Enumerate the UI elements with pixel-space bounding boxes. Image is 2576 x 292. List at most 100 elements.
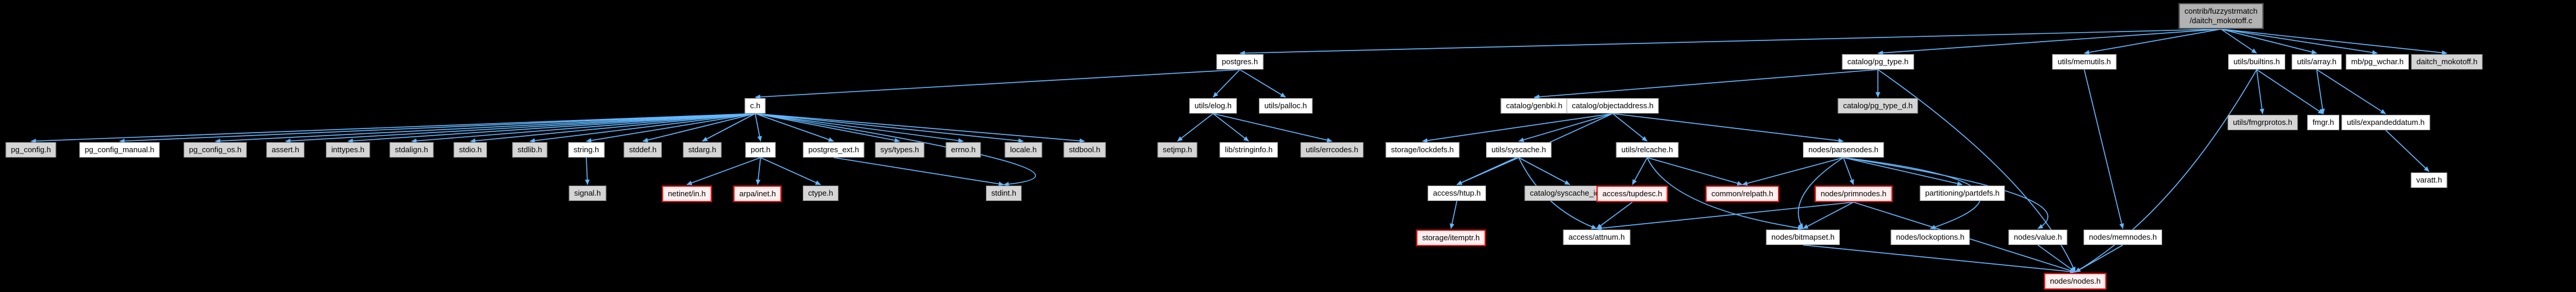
node-expandeddatum[interactable]: utils/expandeddatum.h	[2341, 115, 2430, 130]
node-root: contrib/fuzzystrmatch /daitch_mokotoff.c	[2178, 3, 2264, 29]
node-errno: errno.h	[945, 142, 981, 158]
edge-memutils-to-memnodes	[2084, 69, 2124, 229]
edge-root-to-postgres	[1239, 29, 2222, 56]
edge-port-to-ctype	[760, 157, 821, 186]
edge-value-to-nodes_nodes	[2037, 244, 2076, 273]
node-bitmapset[interactable]: nodes/bitmapset.h	[1765, 230, 1840, 245]
edge-postgres-to-elog	[1212, 69, 1240, 98]
node-lockoptions[interactable]: nodes/lockoptions.h	[1890, 230, 1970, 245]
edge-syscache-to-syscache_ids	[1518, 157, 1570, 186]
edge-tupdesc-to-attnum	[1596, 202, 1633, 230]
node-fmgrprotos: utils/fmgrprotos.h	[2228, 115, 2298, 130]
node-postgres-ext[interactable]: postgres_ext.h	[803, 142, 865, 158]
node-errcodes: utils/errcodes.h	[1300, 142, 1364, 158]
edge-c_h-to-errno	[755, 113, 964, 143]
node-postgres[interactable]: postgres.h	[1216, 54, 1264, 70]
edge-root-to-pg_type	[1877, 29, 2222, 55]
node-stringinfo[interactable]: lib/stringinfo.h	[1219, 142, 1278, 158]
node-tupdesc[interactable]: access/tupdesc.h	[1596, 186, 1669, 202]
node-stdalign: stdalign.h	[389, 142, 433, 158]
edge-objectaddress-to-parsenodes	[1612, 113, 1844, 143]
node-stdint: stdint.h	[986, 186, 1022, 201]
edge-c_h-to-stdalign	[411, 113, 756, 143]
node-daitch-h: daitch_mokotoff.h	[2411, 54, 2483, 70]
edge-c_h-to-stdint	[755, 113, 1036, 187]
edge-c_h-to-string	[586, 113, 756, 143]
edge-pg_type-to-nodes_nodes	[1877, 69, 2076, 272]
node-attnum[interactable]: access/attnum.h	[1563, 230, 1631, 245]
edge-parsenodes-to-partdefs	[1843, 157, 1963, 186]
node-pg-type-d: catalog/pg_type_d.h	[1837, 98, 1918, 114]
node-arpa[interactable]: arpa/inet.h	[733, 186, 782, 202]
node-signal: signal.h	[568, 186, 607, 201]
node-locale: locale.h	[1004, 142, 1042, 158]
node-memutils[interactable]: utils/memutils.h	[2052, 54, 2116, 70]
node-varatt[interactable]: varatt.h	[2411, 172, 2448, 188]
edge-c_h-to-stdlib	[529, 113, 756, 143]
edge-objectaddress-to-relcache	[1612, 113, 1648, 142]
node-relcache[interactable]: utils/relcache.h	[1616, 142, 1679, 158]
node-lockdefs[interactable]: storage/lockdefs.h	[1386, 142, 1459, 158]
edge-elog-to-setjmp	[1177, 113, 1214, 142]
edge-c_h-to-inttypes	[347, 113, 756, 143]
node-pg-type[interactable]: catalog/pg_type.h	[1842, 54, 1914, 70]
node-elog[interactable]: utils/elog.h	[1189, 98, 1237, 114]
node-string[interactable]: string.h	[568, 142, 605, 158]
edge-array-to-fmgr	[2316, 69, 2325, 114]
edge-c_h-to-pg_config	[30, 113, 756, 144]
edge-parsenodes-to-relpath	[1742, 157, 1844, 186]
node-memnodes[interactable]: nodes/memnodes.h	[2083, 230, 2163, 245]
edge-objectaddress-to-syscache	[1518, 113, 1613, 142]
node-pg-config-manual[interactable]: pg_config_manual.h	[79, 142, 160, 158]
edge-parsenodes-to-bitmapset	[1798, 157, 1844, 229]
node-genbki[interactable]: catalog/genbki.h	[1500, 98, 1568, 114]
node-primnodes[interactable]: nodes/primnodes.h	[1814, 186, 1893, 202]
edge-builtins-to-fmgrprotos	[2256, 69, 2264, 114]
edge-builtins-to-fmgr	[2256, 69, 2324, 115]
node-stdbool: stdbool.h	[1063, 142, 1106, 158]
node-inttypes: inttypes.h	[326, 142, 370, 158]
node-syscache[interactable]: utils/syscache.h	[1486, 142, 1551, 158]
node-objectaddress[interactable]: catalog/objectaddress.h	[1566, 98, 1659, 114]
edge-parsenodes-to-primnodes	[1843, 157, 1854, 185]
node-nodes-nodes[interactable]: nodes/nodes.h	[2044, 273, 2107, 290]
node-c-h[interactable]: c.h	[744, 98, 766, 114]
edge-c_h-to-stddef	[642, 113, 756, 143]
edge-bitmapset-to-nodes_nodes	[1802, 244, 2076, 274]
edge-root-to-builtins	[2220, 29, 2257, 54]
edge-htup-to-itemptr	[1449, 200, 1457, 229]
node-netinet[interactable]: netinet/in.h	[662, 186, 712, 202]
edge-root-to-daitch_h	[2220, 29, 2448, 55]
edge-c_h-to-pg_config_os	[215, 113, 756, 144]
edge-root-to-memutils	[2084, 29, 2222, 55]
edge-root-to-array	[2220, 29, 2317, 55]
node-stdio: stdio.h	[453, 142, 488, 158]
node-builtins[interactable]: utils/builtins.h	[2228, 54, 2286, 70]
node-fmgr[interactable]: fmgr.h	[2307, 115, 2340, 130]
node-stdlib: stdlib.h	[512, 142, 548, 158]
edge-objectaddress-to-lockdefs	[1422, 113, 1613, 143]
node-stddef: stddef.h	[623, 142, 662, 158]
node-itemptr[interactable]: storage/itemptr.h	[1416, 230, 1486, 246]
edge-port-to-netinet	[686, 157, 761, 186]
node-partdefs[interactable]: partitioning/partdefs.h	[1920, 186, 2005, 201]
node-parsenodes[interactable]: nodes/parsenodes.h	[1803, 142, 1884, 158]
node-array[interactable]: utils/array.h	[2291, 54, 2342, 70]
node-pg-wchar[interactable]: mb/pg_wchar.h	[2345, 54, 2409, 70]
node-pg-config: pg_config.h	[5, 142, 56, 158]
node-port[interactable]: port.h	[745, 142, 776, 158]
node-stdarg: stdarg.h	[683, 142, 722, 158]
edge-relcache-to-tupdesc	[1632, 157, 1648, 185]
node-relpath[interactable]: common/relpath.h	[1705, 186, 1780, 202]
edge-relcache-to-relpath	[1647, 157, 1743, 186]
edge-root-to-pg_wchar	[2220, 29, 2378, 55]
node-htup[interactable]: access/htup.h	[1427, 186, 1487, 201]
node-palloc[interactable]: utils/palloc.h	[1259, 98, 1312, 114]
edge-primnodes-to-attnum	[1596, 202, 1854, 231]
edge-expandeddatum-to-varatt	[2385, 130, 2430, 172]
edge-c_h-to-postgres_ext	[755, 113, 834, 142]
edge-primnodes-to-bitmapset	[1802, 202, 1854, 230]
node-value[interactable]: nodes/value.h	[2008, 230, 2068, 245]
